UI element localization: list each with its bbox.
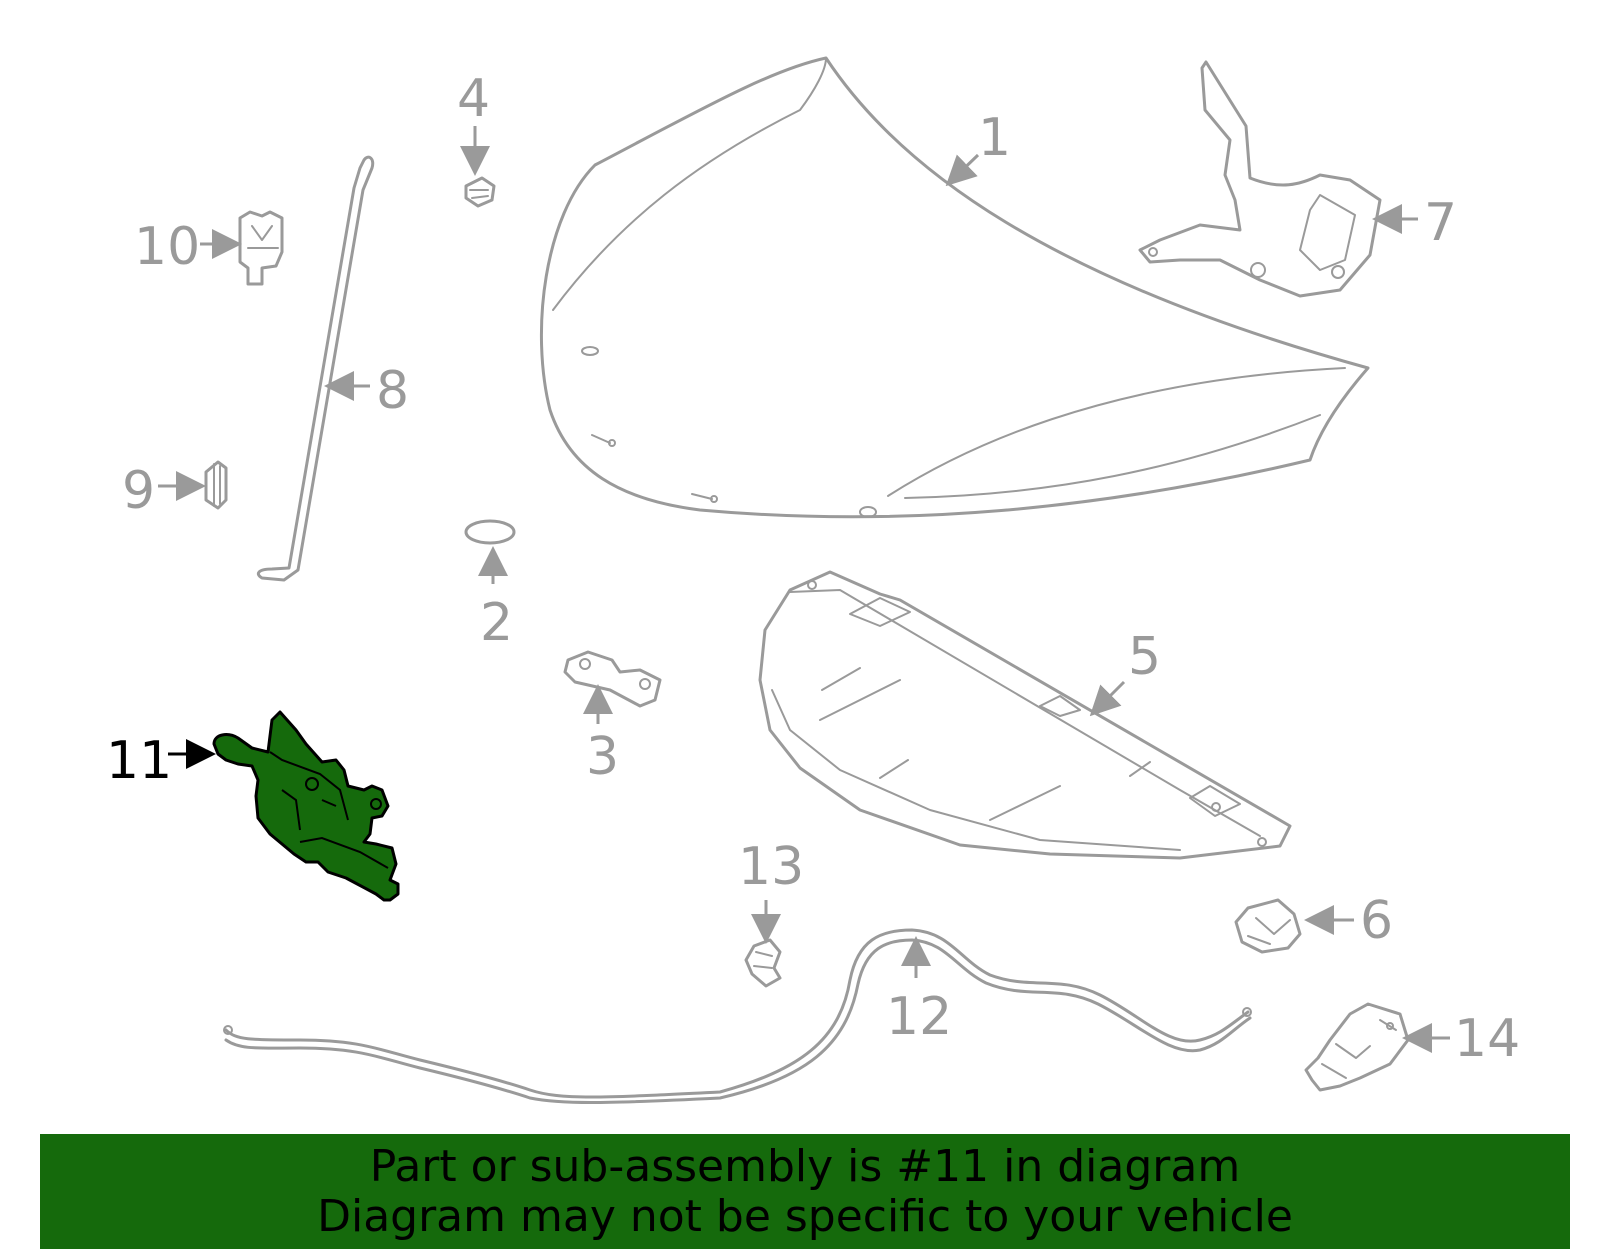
- callout-14: 14: [1454, 1009, 1520, 1069]
- leader-1: [945, 153, 980, 187]
- callout-1: 1: [978, 108, 1011, 168]
- callout-10: 10: [134, 217, 200, 277]
- clip-part-4: [464, 176, 496, 208]
- callout-8: 8: [376, 361, 409, 421]
- callout-7: 7: [1424, 193, 1457, 253]
- hood-part: [539, 56, 1370, 519]
- leader-5: [1089, 680, 1126, 717]
- grommet-part: [204, 460, 228, 510]
- bumper-part: [1234, 898, 1302, 954]
- callout-4: 4: [457, 69, 490, 129]
- seal-part: [464, 519, 516, 545]
- callout-12: 12: [886, 987, 952, 1047]
- leader-lines: [158, 126, 1450, 1053]
- prop-rod-part: [256, 155, 375, 582]
- bracket-part-3: [563, 650, 662, 708]
- release-cable-part: [223, 928, 1252, 1104]
- latch-switch-part: [1304, 1002, 1410, 1092]
- insulator-part: [758, 570, 1292, 860]
- callout-6: 6: [1360, 891, 1393, 951]
- hood-latch-part: [212, 710, 400, 902]
- callout-labels: 1 2 3 4 5 6 7 8 9 10 11 12 13 14: [106, 69, 1520, 1069]
- hinge-part: [1138, 60, 1382, 298]
- callout-13: 13: [738, 837, 804, 897]
- info-banner: Part or sub-assembly is #11 in diagram D…: [40, 1134, 1570, 1249]
- callout-3: 3: [586, 727, 619, 787]
- callout-2: 2: [480, 593, 513, 653]
- callout-11: 11: [106, 731, 172, 791]
- clip-part-13: [744, 938, 782, 988]
- callout-9: 9: [122, 461, 155, 521]
- banner-part-number-text: Part or sub-assembly is #11 in diagram: [369, 1140, 1241, 1192]
- callout-5: 5: [1128, 627, 1161, 687]
- banner-disclaimer-text: Diagram may not be specific to your vehi…: [317, 1190, 1293, 1242]
- clip-part-10: [238, 210, 284, 286]
